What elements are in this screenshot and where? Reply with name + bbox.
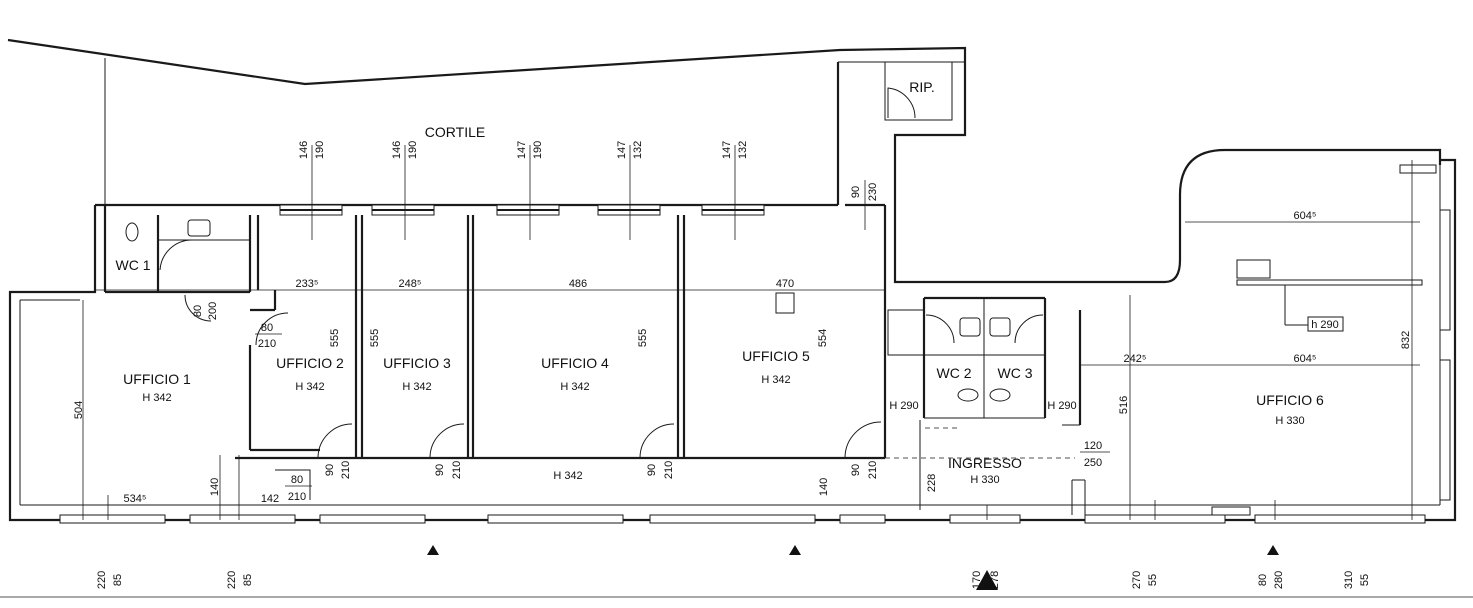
label-wc2: WC 2 <box>937 365 972 381</box>
dim-door-u2-a: 80 <box>261 322 273 334</box>
height-corridor: H 342 <box>553 470 582 482</box>
wc1-fixtures <box>125 219 211 271</box>
dim-door-ing-b: 250 <box>1084 457 1102 469</box>
dim-height-ing: 228 <box>926 474 938 492</box>
dim-bottom-2b: 85 <box>242 574 254 586</box>
dim-width-u4: 486 <box>569 278 587 290</box>
dim-bottom-1a: 220 <box>96 571 108 589</box>
dim-bottom-6a: 310 <box>1343 571 1355 589</box>
entrance-marker-main <box>976 570 998 590</box>
label-ufficio1: UFFICIO 1 <box>123 371 191 387</box>
dim-height-u1: 504 <box>73 401 85 419</box>
dim-top-6b: 230 <box>867 183 879 201</box>
label-wc1: WC 1 <box>116 257 151 273</box>
windows-top <box>279 204 765 216</box>
label-rip: RIP. <box>909 79 934 95</box>
dim-top-5b: 132 <box>737 141 749 159</box>
dim-door-u2b-b: 210 <box>340 461 352 479</box>
dimension-lines <box>0 145 1473 598</box>
dim-door-u4-a: 90 <box>646 464 658 476</box>
dim-top-1b: 190 <box>314 141 326 159</box>
vertical-dimension-texts: 504 555 555 555 554 832 516 228 140 140 … <box>73 141 1412 589</box>
dim-bottom-6b: 55 <box>1359 574 1371 586</box>
dim-top-2a: 146 <box>391 141 403 159</box>
dim-height-u5: 554 <box>817 329 829 347</box>
wc-block <box>887 296 1047 510</box>
dim-door-corr-b: 210 <box>288 491 306 503</box>
dim-top-3b: 190 <box>532 141 544 159</box>
dim-bottom-4a: 270 <box>1131 571 1143 589</box>
dim-door-u2-b: 210 <box>258 338 276 350</box>
dim-height-140b: 140 <box>818 478 830 496</box>
height-ufficio2: H 342 <box>295 381 324 393</box>
dim-door-u5-a: 90 <box>850 464 862 476</box>
label-h290-left: H 290 <box>889 400 918 412</box>
dim-width-u6-top: 604⁵ <box>1294 210 1317 222</box>
entrance-marker-2 <box>789 545 801 555</box>
dim-top-3a: 147 <box>516 141 528 159</box>
height-ufficio1: H 342 <box>142 392 171 404</box>
dim-height-u2: 555 <box>329 329 341 347</box>
label-cortile: CORTILE <box>425 124 485 140</box>
dim-width-u6-mid: 604⁵ <box>1294 353 1317 365</box>
dim-door-wc-b: 200 <box>207 302 219 320</box>
height-ingresso: H 330 <box>970 474 999 486</box>
label-ufficio3: UFFICIO 3 <box>383 355 451 371</box>
dim-top-5a: 147 <box>721 141 733 159</box>
dim-door-ing-a: 120 <box>1084 440 1102 452</box>
dim-height-u3: 555 <box>369 329 381 347</box>
dim-bottom-1b: 85 <box>112 574 124 586</box>
dim-top-1a: 146 <box>298 141 310 159</box>
dim-door-u4-b: 210 <box>663 461 675 479</box>
height-ufficio3: H 342 <box>402 381 431 393</box>
label-h290-right: H 290 <box>1047 400 1076 412</box>
dim-height-u4: 555 <box>637 329 649 347</box>
dim-height-u6: 832 <box>1400 331 1412 349</box>
label-h290-small: h 290 <box>1311 319 1339 331</box>
height-ufficio5: H 342 <box>761 374 790 386</box>
dim-top-4a: 147 <box>616 141 628 159</box>
dim-bottom-3b: 278 <box>989 571 1001 589</box>
rip-room <box>884 61 953 121</box>
label-ufficio6: UFFICIO 6 <box>1256 392 1324 408</box>
dim-door-u5-b: 210 <box>867 461 879 479</box>
dim-width-u2: 233⁵ <box>296 278 319 290</box>
dim-door-wc-a: 80 <box>192 305 204 317</box>
ufficio6-furniture <box>775 164 1437 516</box>
label-wc3: WC 3 <box>998 365 1033 381</box>
windows-bottom <box>59 209 1451 524</box>
label-ingresso: INGRESSO <box>948 455 1022 471</box>
dim-top-4b: 132 <box>632 141 644 159</box>
dim-height-140a: 140 <box>209 478 221 496</box>
dim-door-corr-a: 80 <box>291 474 303 486</box>
entrance-marker-3 <box>1267 545 1279 555</box>
dim-width-u6-left: 242⁵ <box>1124 353 1147 365</box>
dim-width-u1-bottom: 534⁵ <box>124 493 147 505</box>
entrance-markers <box>427 545 1279 590</box>
height-ufficio4: H 342 <box>560 381 589 393</box>
dim-door-u2b-a: 90 <box>324 464 336 476</box>
label-ufficio5: UFFICIO 5 <box>742 348 810 364</box>
dim-bottom-2a: 220 <box>226 571 238 589</box>
door-arcs <box>184 294 882 500</box>
dim-height-u6-inner: 516 <box>1118 396 1130 414</box>
entrance-marker-1 <box>427 545 439 555</box>
label-ufficio4: UFFICIO 4 <box>541 355 609 371</box>
dim-door-u3-a: 90 <box>434 464 446 476</box>
dim-bottom-5b: 280 <box>1273 571 1285 589</box>
dim-width-142: 142 <box>261 493 279 505</box>
height-ufficio6: H 330 <box>1275 415 1304 427</box>
dim-top-6a: 90 <box>850 186 862 198</box>
dim-top-2b: 190 <box>407 141 419 159</box>
dim-width-u5: 470 <box>776 278 794 290</box>
label-ufficio2: UFFICIO 2 <box>276 355 344 371</box>
dim-bottom-5a: 80 <box>1257 574 1269 586</box>
dim-door-u3-b: 210 <box>451 461 463 479</box>
courtyard-outline <box>7 38 1442 284</box>
dim-width-u3: 248⁵ <box>399 278 422 290</box>
dim-bottom-4b: 55 <box>1147 574 1159 586</box>
dim-bottom-3a: 170 <box>971 571 983 589</box>
